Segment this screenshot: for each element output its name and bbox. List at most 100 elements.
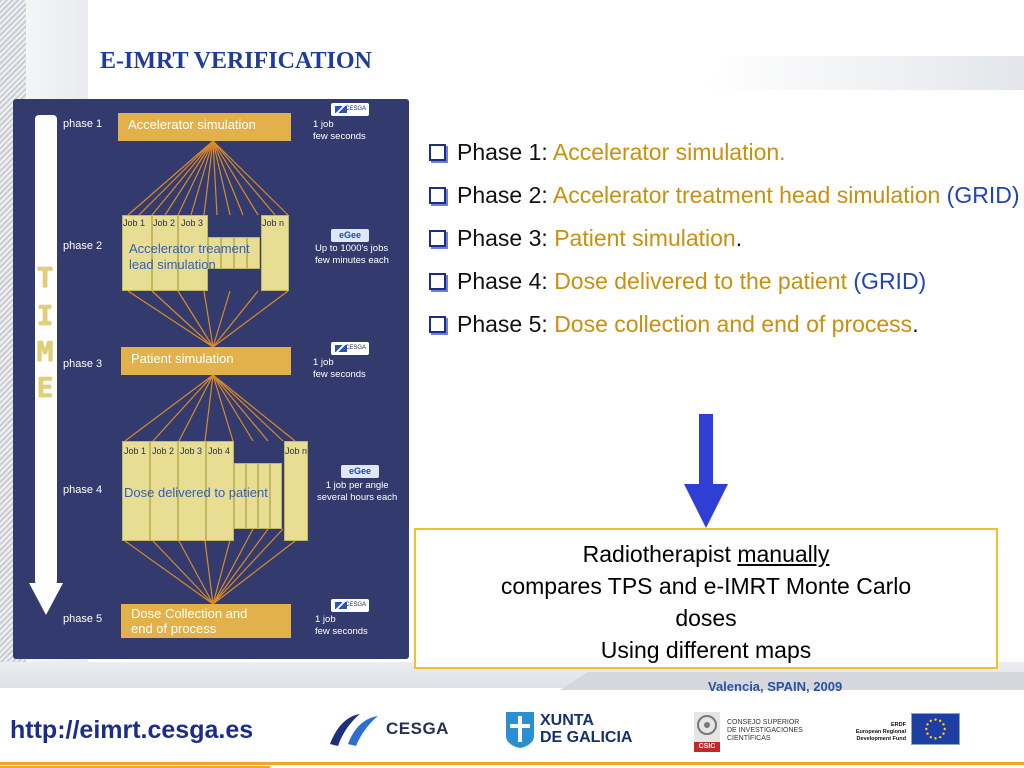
- job-label: Job 3: [181, 218, 204, 228]
- fan-out-lines: [124, 140, 296, 605]
- phase-note: 1 job few seconds: [313, 357, 366, 381]
- job-column: [246, 463, 258, 529]
- footer-orange-rule: [0, 762, 1024, 765]
- cesga-logo-icon: [330, 714, 378, 746]
- csic-line: CONSEJO SUPERIOR: [727, 719, 800, 726]
- cesga-badge-icon: CESGA: [331, 599, 369, 612]
- erdf-line: European Regional: [855, 729, 906, 735]
- workflow-diagram: T I M E phase 1 Accelerator simulation C…: [13, 99, 409, 659]
- csic-logo-text: CONSEJO SUPERIOR DE INVESTIGACIONES CIEN…: [727, 719, 803, 743]
- bullet-suffix: .: [912, 311, 919, 337]
- erdf-logo-text: ERDF European Regional Development Fund: [846, 722, 906, 743]
- job-label: Job 1: [123, 218, 146, 228]
- erdf-line: ERDF: [891, 722, 906, 728]
- job-column: [178, 215, 208, 291]
- patient-simulation-box: Patient simulation: [121, 347, 291, 375]
- project-url-link[interactable]: http://eimrt.cesga.es: [10, 716, 254, 744]
- phase-note-line: Up to 1000's jobs: [315, 243, 389, 254]
- phase-note-line: few seconds: [313, 369, 366, 380]
- job-column: [234, 463, 246, 529]
- job-label: Job 2: [152, 446, 175, 456]
- phase-note-line: 1 job per angle: [325, 480, 389, 491]
- result-line: compares TPS and e-IMRT Monte Carlo: [500, 573, 912, 599]
- slide-title: E-IMRT VERIFICATION: [100, 48, 372, 74]
- phase-note: Up to 1000's jobs few minutes each: [315, 243, 389, 267]
- egee-badge-icon: eGee: [331, 229, 369, 242]
- job-column: [152, 215, 178, 291]
- phase-note-line: 1 job: [315, 614, 336, 625]
- bullet-highlight: Patient simulation: [554, 225, 736, 251]
- job-column: [150, 441, 178, 541]
- job-column: [122, 441, 150, 541]
- phase-label: phase 1: [63, 118, 103, 130]
- checkbox-bullet-icon: [429, 273, 446, 290]
- bullet-item: Phase 3: Patient simulation.: [427, 222, 1024, 254]
- phase-note-line: 1 job: [313, 357, 334, 368]
- time-arrow-icon: [29, 115, 63, 615]
- result-text: Radiotherapist: [582, 541, 738, 567]
- phase-note-line: few minutes each: [315, 255, 389, 266]
- phase-label: phase 2: [63, 240, 103, 252]
- box-text-line: end of process: [131, 621, 217, 636]
- job-column: [221, 237, 234, 269]
- dose-collection-box: Dose Collection and end of process: [121, 604, 291, 638]
- csic-emblem-icon: [694, 712, 720, 742]
- phase-note: 1 job few seconds: [315, 614, 368, 638]
- result-line: Radiotherapist manually: [416, 538, 996, 570]
- xunta-logo-text: XUNTA DE GALICIA: [540, 712, 632, 746]
- result-line: Using different maps: [600, 637, 812, 663]
- checkbox-bullet-icon: [429, 187, 446, 204]
- bullet-highlight: Dose delivered to the patient: [554, 268, 847, 294]
- phase-label: phase 4: [63, 484, 103, 496]
- job-label: Job 3: [180, 446, 203, 456]
- bullet-prefix: Phase 1:: [457, 139, 553, 165]
- job-label: Job n: [262, 218, 285, 228]
- cesga-logo-text: CESGA: [386, 719, 449, 738]
- xunta-line: DE GALICIA: [540, 729, 633, 746]
- egee-badge-icon: eGee: [341, 465, 379, 478]
- phase-note-line: few seconds: [313, 131, 366, 142]
- job-column: [261, 215, 289, 291]
- accelerator-simulation-box: Accelerator simulation: [118, 113, 291, 141]
- bullet-prefix: Phase 3:: [457, 225, 555, 251]
- phase-note-line: 1 job: [313, 119, 334, 130]
- job-column: [258, 463, 270, 529]
- down-arrow-icon: [684, 414, 728, 528]
- job-label: Job 4: [208, 446, 231, 456]
- bullet-highlight: Dose collection and end of process: [554, 311, 913, 337]
- phase-bullet-list: Phase 1: Accelerator simulation. Phase 2…: [427, 136, 1024, 351]
- job-column: [178, 441, 206, 541]
- time-letter: M: [36, 335, 54, 368]
- csic-line: CIENTÍFICAS: [727, 735, 771, 742]
- job-label: Job n: [285, 446, 308, 456]
- bottom-band-accent: [560, 672, 1024, 690]
- job-label: Job 1: [124, 446, 147, 456]
- job-column: [270, 463, 282, 529]
- result-underlined-text: manually: [737, 541, 830, 567]
- checkbox-bullet-icon: [429, 144, 446, 161]
- phase-label: phase 5: [63, 613, 103, 625]
- bullet-item: Phase 5: Dose collection and end of proc…: [427, 308, 1024, 340]
- jobs-text-line: Accelerator treament: [129, 241, 250, 256]
- accelerator-head-jobs-label: Accelerator treament lead simulation: [129, 241, 250, 273]
- job-column: [122, 215, 152, 291]
- cesga-badge-icon: CESGA: [331, 103, 369, 116]
- bullet-suffix: .: [735, 225, 743, 251]
- footer-orange-rule-accent: [0, 766, 270, 768]
- checkbox-bullet-icon: [429, 230, 446, 247]
- job-column: [208, 237, 221, 269]
- bullet-item: Phase 1: Accelerator simulation.: [427, 136, 1024, 168]
- bullet-grid-tag: (GRID): [847, 268, 927, 294]
- job-label: Job 2: [153, 218, 176, 228]
- dose-delivered-jobs-label: Dose delivered to patient: [124, 485, 268, 500]
- phase-note: 1 job per angle several hours each: [317, 480, 397, 504]
- time-letter: E: [36, 371, 54, 404]
- bullet-item: Phase 4: Dose delivered to the patient (…: [427, 265, 1024, 297]
- csic-line: DE INVESTIGACIONES: [727, 727, 803, 734]
- cesga-badge-icon: CESGA: [331, 342, 369, 355]
- jobs-text-line: lead simulation: [129, 257, 216, 272]
- job-column: [206, 441, 234, 541]
- checkbox-bullet-icon: [429, 316, 446, 333]
- bullet-highlight: Accelerator simulation.: [552, 139, 786, 165]
- top-swoosh-decoration: [704, 56, 1024, 90]
